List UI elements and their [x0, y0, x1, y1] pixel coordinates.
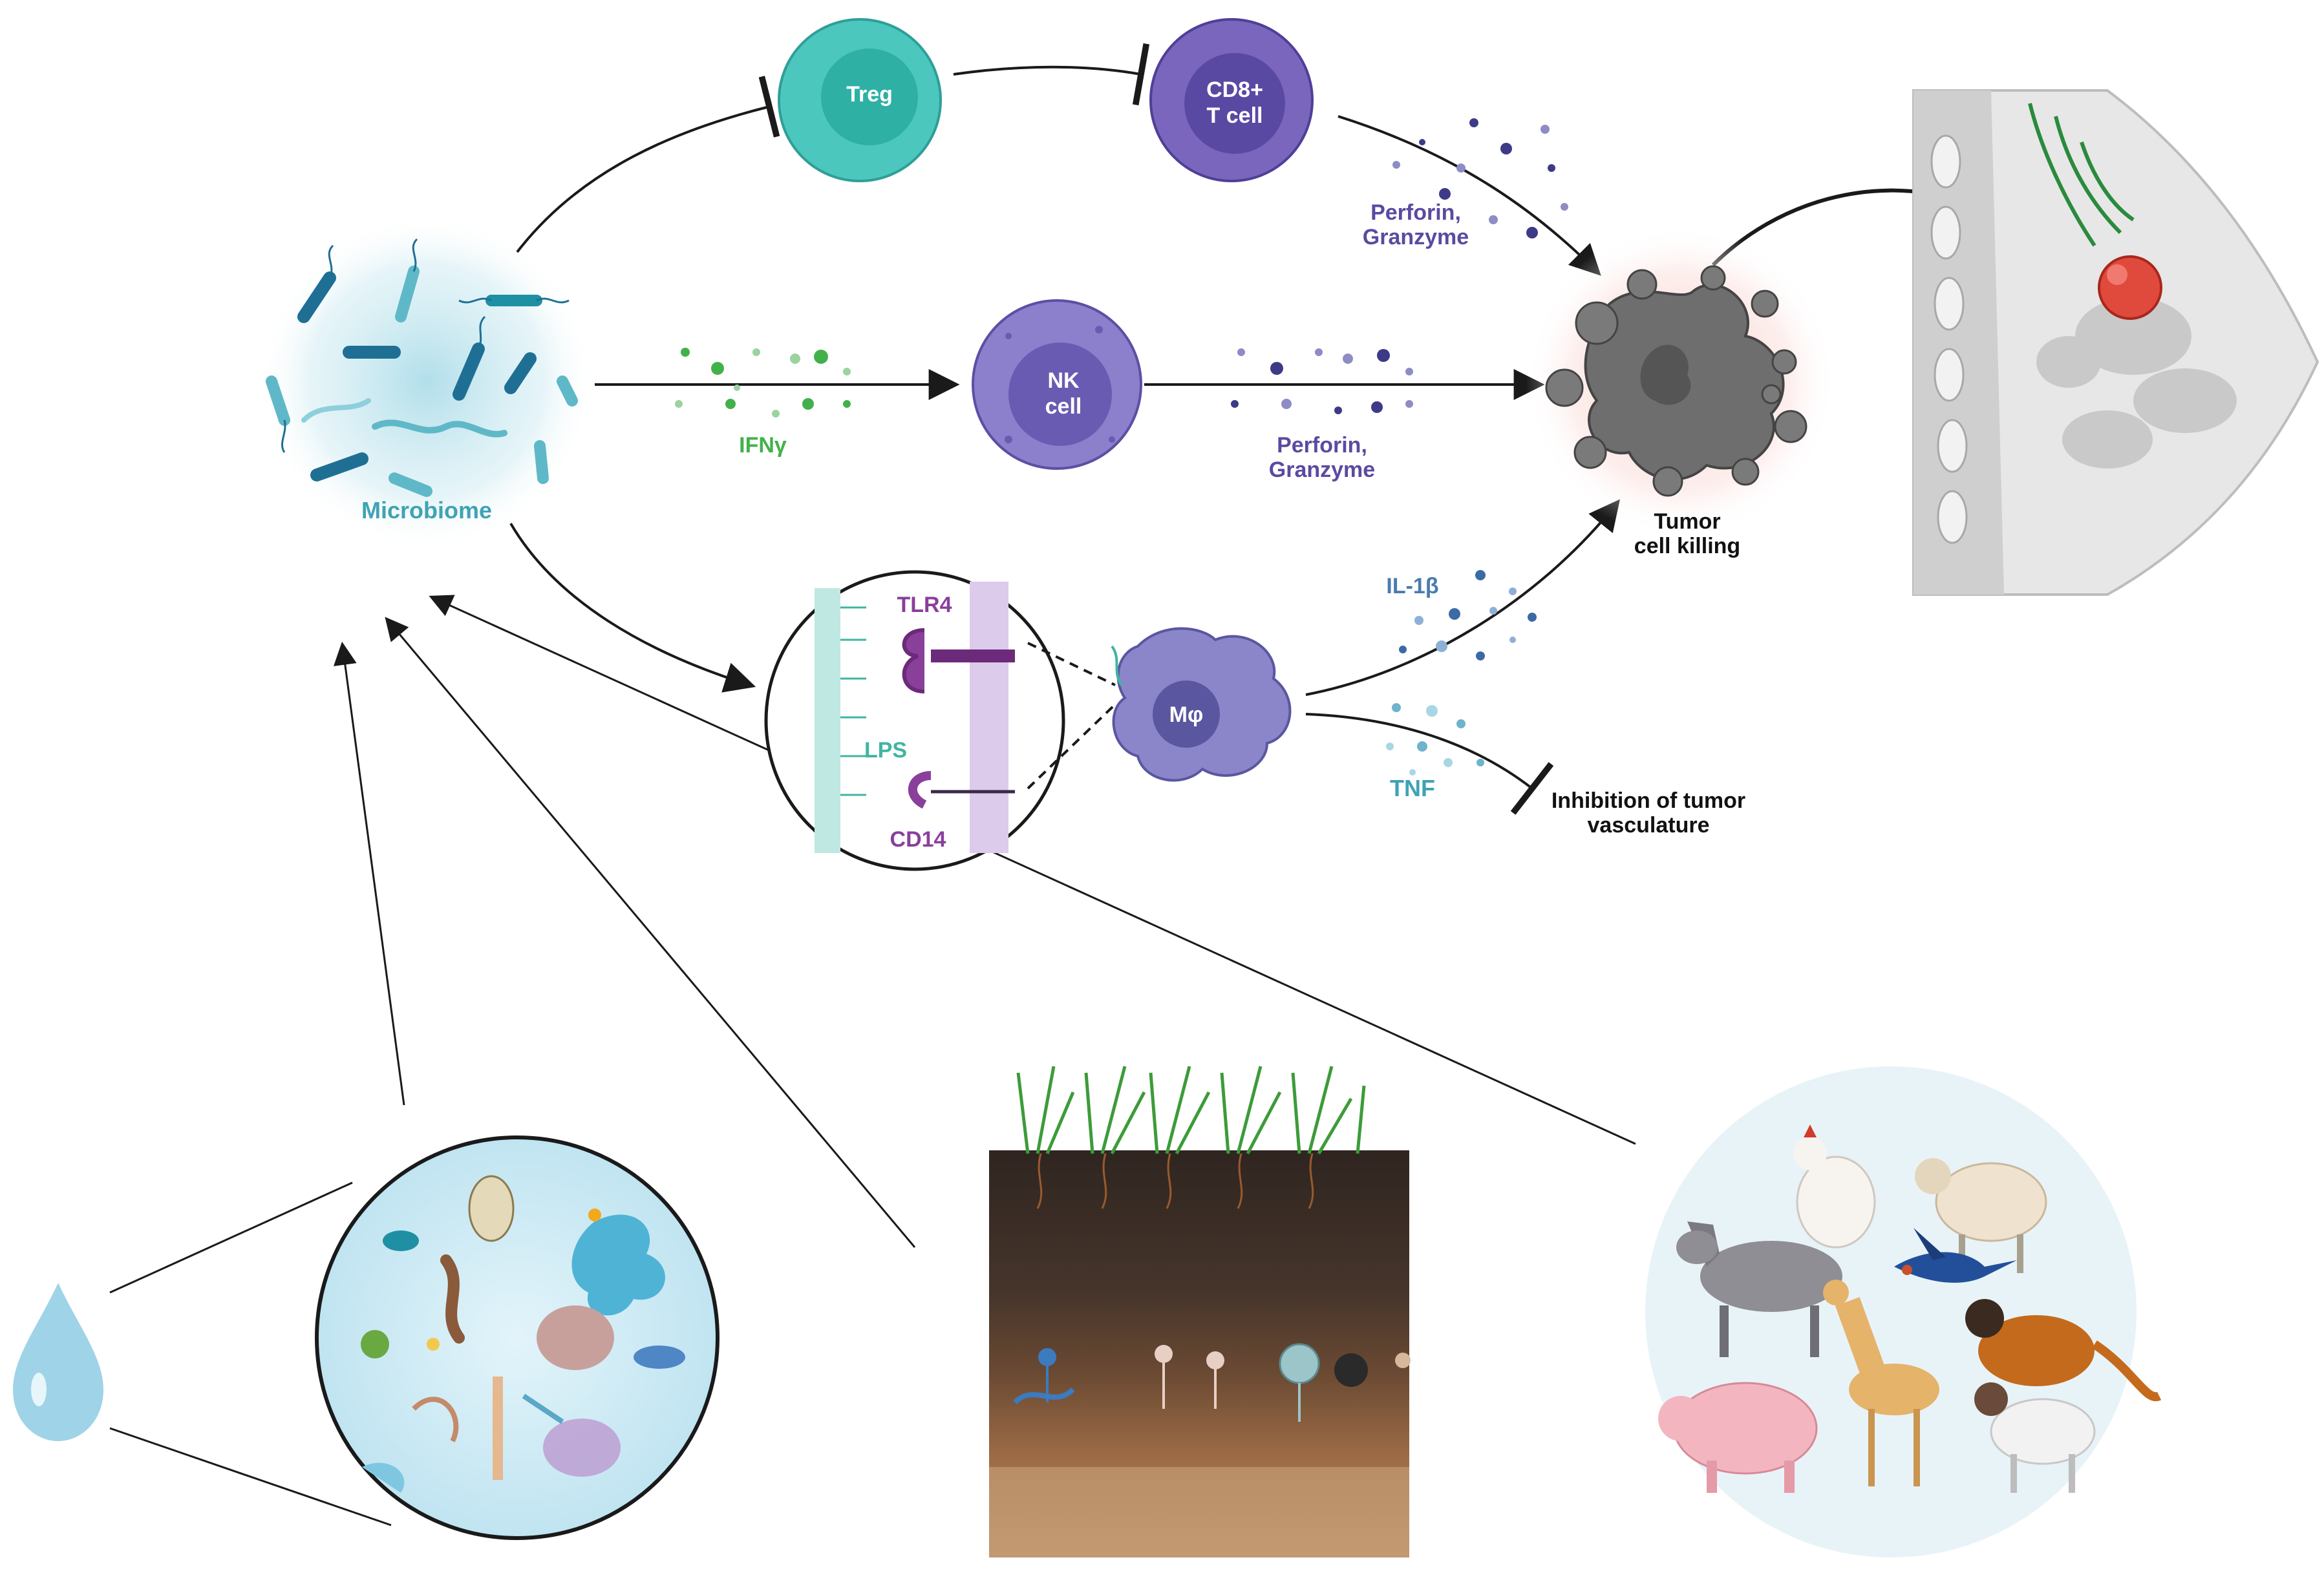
nk-cell	[972, 299, 1142, 470]
nk-label-line2: cell	[1045, 394, 1082, 419]
inhibition-label-line1: Inhibition of tumor	[1551, 788, 1745, 813]
water-microorganisms	[315, 1135, 720, 1540]
treg-label: Treg	[846, 82, 893, 107]
ifng-label: IFNγ	[739, 433, 787, 458]
perforin-top-line1: Perforin,	[1370, 200, 1461, 225]
perforin-mid-line1: Perforin,	[1277, 433, 1367, 458]
microbiome-to-macrophage-arrow	[509, 522, 756, 693]
breast-anatomy	[1912, 89, 2319, 596]
cd8-label-line1: CD8+	[1206, 78, 1263, 102]
tnf-dots	[1386, 703, 1484, 776]
chicken-icon	[1793, 1124, 1876, 1249]
perforin-top-line2: Granzyme	[1363, 225, 1469, 249]
connector-arrows	[333, 43, 2083, 1248]
macrophage-label: Mφ	[1169, 702, 1204, 727]
microbiome-label: Microbiome	[361, 497, 492, 523]
goat-icon	[1974, 1382, 2096, 1493]
donkey-icon	[1676, 1221, 1842, 1357]
il1b-dots	[1399, 570, 1537, 660]
inhibition-label-line2: vasculature	[1588, 813, 1710, 838]
sheep-icon	[1915, 1158, 2047, 1273]
tlr4-label: TLR4	[897, 593, 952, 617]
soil-fungi	[1013, 1343, 1411, 1422]
cd8-to-tumor-arrow	[1338, 115, 1601, 276]
inset-zoom-lines	[1027, 642, 1116, 790]
water-to-microbiome-arrow	[333, 641, 405, 1106]
macrophage-to-tumor-arrow	[1305, 499, 1620, 696]
cd8-label-line2: T cell	[1207, 103, 1263, 128]
treg-cell	[778, 18, 942, 182]
tumor-label-line2: cell killing	[1634, 534, 1740, 558]
microbiome-to-treg-inhibition	[516, 76, 780, 253]
pig-icon	[1658, 1382, 1818, 1493]
macrophage-cell	[1111, 627, 1292, 782]
soil-to-microbiome-arrow	[385, 617, 916, 1248]
cd14-label: CD14	[890, 827, 946, 852]
tlr4-lps-inset	[764, 570, 1065, 871]
water-zoom-lines	[109, 1181, 392, 1526]
perforin-dots-middle	[1231, 348, 1413, 414]
swallow-icon	[1894, 1228, 2017, 1283]
lps-label: LPS	[864, 738, 907, 763]
cd8-t-cell	[1149, 18, 1314, 182]
water-drop-icon	[13, 1283, 103, 1441]
animals-to-microbiome-arrow	[429, 595, 1636, 1145]
tnf-label: TNF	[1390, 775, 1435, 801]
monkey-icon	[1965, 1299, 2162, 1402]
il1b-label: IL-1β	[1386, 574, 1438, 598]
ifng-dots	[675, 348, 851, 417]
microbiome-cluster	[259, 213, 595, 549]
nk-label-line1: NK	[1047, 368, 1080, 393]
soil-cross-section	[989, 1066, 1411, 1557]
macrophage-inhibition-arrow	[1305, 713, 1554, 815]
giraffe-icon	[1823, 1280, 1939, 1486]
animals-circle	[1645, 1066, 2162, 1557]
tumor-cell-cluster	[1526, 226, 1836, 536]
treg-to-cd8-inhibition	[953, 43, 1150, 106]
perforin-dots-top	[1392, 118, 1568, 238]
perforin-mid-line2: Granzyme	[1269, 458, 1375, 482]
tumor-label-line1: Tumor	[1654, 509, 1720, 534]
